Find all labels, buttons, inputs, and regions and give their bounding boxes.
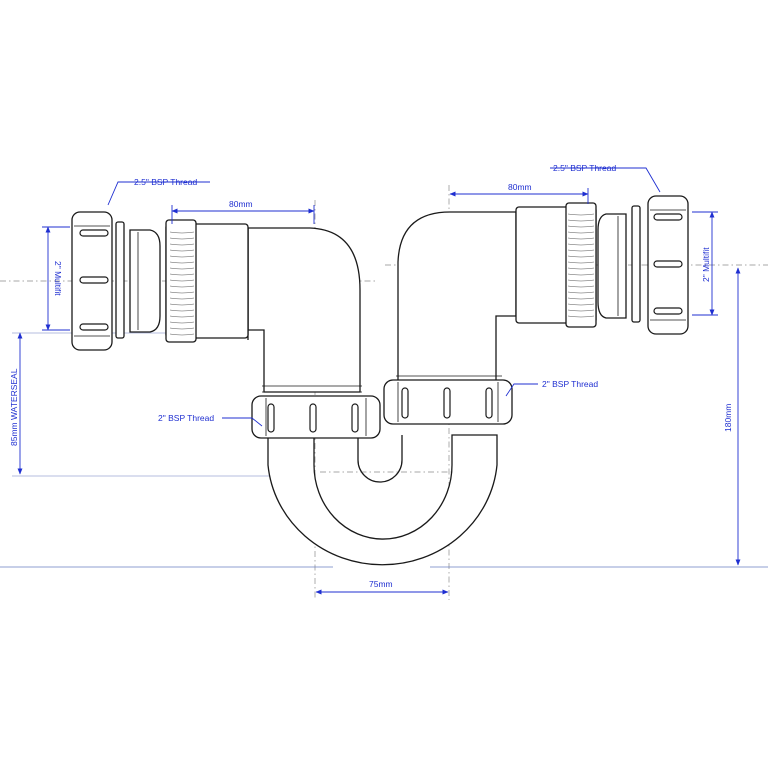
right-elbow [396, 211, 517, 383]
thread-line [567, 309, 595, 312]
thread-line [169, 255, 195, 258]
reference-lines [0, 332, 768, 568]
thread-line [567, 303, 595, 306]
thread-line [567, 213, 595, 216]
label-waterseal: 85mm WATERSEAL [9, 368, 19, 446]
thread-line [567, 219, 595, 222]
thread-line [169, 297, 195, 300]
thread-line [169, 261, 195, 264]
thread-line [169, 231, 195, 234]
thread-line [169, 267, 195, 270]
left-threaded-tail [165, 219, 249, 343]
left-seal-washer [115, 221, 161, 339]
thread-line [169, 327, 195, 330]
label-left-width: 80mm [229, 199, 253, 209]
bottom-left-nut [251, 395, 381, 439]
dimensions [17, 167, 741, 595]
thread-line [169, 273, 195, 276]
thread-line [567, 273, 595, 276]
thread-line [567, 231, 595, 234]
label-right-thread: 2.5" BSP Thread [553, 163, 616, 173]
thread-line [169, 249, 195, 252]
label-right-width: 80mm [508, 182, 532, 192]
thread-line [567, 267, 595, 270]
thread-line [169, 279, 195, 282]
left-compression-nut [71, 211, 113, 351]
right-seal-washer [597, 205, 641, 323]
trap-u-bend [267, 434, 498, 566]
thread-line [567, 255, 595, 258]
thread-line [567, 243, 595, 246]
thread-line [567, 297, 595, 300]
thread-line [567, 225, 595, 228]
thread-line [567, 237, 595, 240]
thread-line [169, 291, 195, 294]
thread-line [567, 249, 595, 252]
thread-line [169, 321, 195, 324]
thread-line [169, 243, 195, 246]
thread-line [169, 333, 195, 336]
thread-line [567, 285, 595, 288]
label-right-multifit: 2" Multifit [701, 247, 711, 282]
thread-line [169, 309, 195, 312]
right-threaded-tail [515, 202, 597, 328]
thread-line [169, 237, 195, 240]
left-elbow [247, 227, 362, 393]
thread-line [567, 291, 595, 294]
thread-line [567, 261, 595, 264]
label-left-multifit: 2" Multifit [53, 261, 63, 296]
label-right-bsp: 2" BSP Thread [542, 379, 598, 389]
bottom-right-nut [383, 379, 513, 425]
thread-line [567, 279, 595, 282]
label-spacing: 75mm [369, 579, 393, 589]
right-compression-nut [647, 195, 689, 335]
thread-line [169, 315, 195, 318]
thread-line [567, 315, 595, 318]
thread-line [169, 303, 195, 306]
label-left-bsp: 2" BSP Thread [158, 413, 214, 423]
label-left-thread: 2.5" BSP Thread [134, 177, 197, 187]
thread-line [169, 285, 195, 288]
label-height: 180mm [723, 404, 733, 432]
